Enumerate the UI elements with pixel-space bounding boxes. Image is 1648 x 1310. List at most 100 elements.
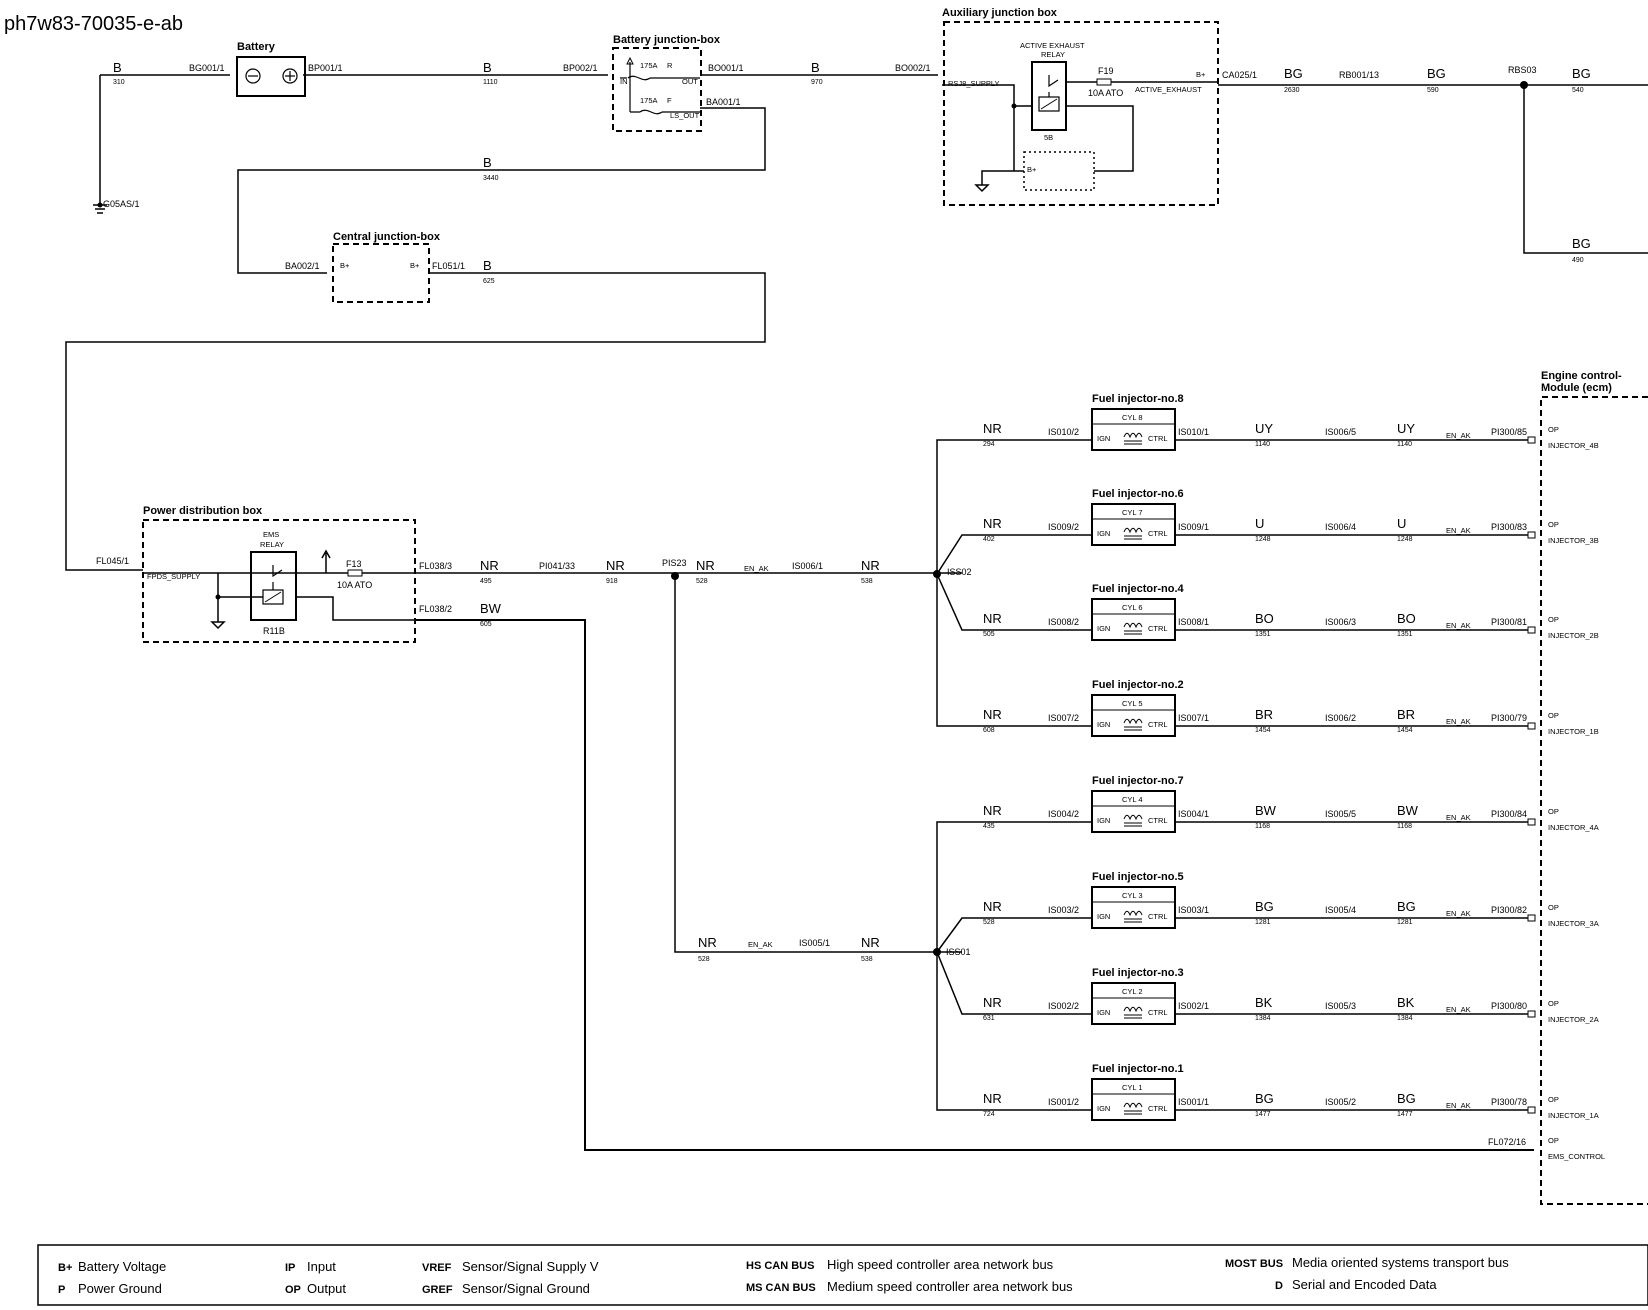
injector-feed-wire [936,951,1092,1015]
injector-ctrl-conn: IS010/1 [1178,427,1209,437]
injector-out-num: 1140 [1255,441,1270,448]
injector-out2-color: BG [1397,1091,1416,1106]
injector-ign-conn: IS004/2 [1048,809,1079,819]
fuse-f19-rating: 10A ATO [1088,88,1123,98]
label-en-ak-2: EN_AK [748,940,773,949]
injector-ctrl-conn: IS003/1 [1178,905,1209,915]
injector-ecm-op: OP [1548,1095,1559,1104]
diagram-title: ph7w83-70035-e-ab [4,13,183,35]
injector-ign-pin: IGN [1097,1104,1110,1113]
injector-out-color: BW [1255,803,1277,818]
injector-feed-wire [936,821,1092,952]
injector-feed-num: 505 [983,631,995,638]
injector-feed-wiring [415,572,1534,1151]
ecm-terminal [1527,914,1536,922]
injector-ecm-pin: PI300/84 [1491,809,1527,819]
legend-description: Input [307,1259,336,1274]
svg-text:590: 590 [1427,87,1439,94]
injector-feed-color: NR [983,707,1002,722]
legend-description: Sensor/Signal Ground [462,1281,590,1296]
legend-key: GREF [422,1284,453,1296]
svg-text:NR: NR [861,558,880,573]
injector-out2-color: BO [1397,611,1416,626]
injector-feed-color: NR [983,516,1002,531]
injector-out2-color: BW [1397,803,1419,818]
splice-pis23 [671,572,679,580]
injector-title: Fuel injector-no.4 [1092,583,1185,595]
injector-ctrl-pin: CTRL [1148,912,1168,921]
injector-cyl: CYL 5 [1122,699,1143,708]
legend-item: MOST BUS Media oriented systems transport… [1225,1255,1509,1270]
legend-key: IP [285,1262,295,1274]
injector-ctrl-pin: CTRL [1148,1008,1168,1017]
svg-text:1110: 1110 [483,79,498,86]
pin-fpds-supply: FPDS_SUPPLY [147,572,200,581]
injector-en-ak: EN_AK [1446,909,1471,918]
injector-ecm-op: OP [1548,711,1559,720]
fuse-f13-rating: 10A ATO [337,580,372,590]
injector-out2-num: 1384 [1397,1015,1413,1022]
injector-ctrl-pin: CTRL [1148,529,1168,538]
ecm-title-2: Module (ecm) [1541,382,1612,394]
injector-body [1091,790,1176,833]
injector-body [1091,408,1176,451]
legend [37,1244,1648,1306]
legend-key: B+ [58,1262,72,1274]
injector-ctrl-conn: IS007/1 [1178,713,1209,723]
conn-g05as: G05AS/1 [103,199,140,209]
pin-ls-out: LS_OUT [670,111,700,120]
injector-cyl: CYL 3 [1122,891,1143,900]
injector-cyl: CYL 7 [1122,508,1143,517]
injector-ctrl-conn: IS001/1 [1178,1097,1209,1107]
conn-ca025: CA025/1 [1222,70,1257,80]
legend-item: B+Battery Voltage [58,1259,166,1274]
injector-feed-wire [936,573,1092,631]
injector-mid-conn: IS006/2 [1325,713,1356,723]
injector-en-ak: EN_AK [1446,621,1471,630]
conn-fl045: FL045/1 [96,556,129,566]
injector-ctrl-conn: IS008/1 [1178,617,1209,627]
pin-b-plus-aux2: B+ [1027,165,1037,174]
svg-text:BG: BG [1427,66,1446,81]
injector-feed-num: 631 [983,1015,995,1022]
injector-ctrl-conn: IS002/1 [1178,1001,1209,1011]
injector-mid-conn: IS005/5 [1325,809,1356,819]
relay-5b: 5B [1044,133,1053,142]
conn-fl051: FL051/1 [432,261,465,271]
injector-ctrl-pin: CTRL [1148,1104,1168,1113]
injector-en-ak: EN_AK [1446,1101,1471,1110]
legend-key: MOST BUS [1225,1258,1283,1270]
feed-wire-labels: NR 495 NR 918 NR 528 NR 538 NR 528 NR 53… [480,558,880,963]
battery-jb-title: Battery junction-box [613,34,721,46]
injector-mid-conn: IS005/3 [1325,1001,1356,1011]
ecm-op-ems: OP [1548,1136,1559,1145]
legend-key: HS CAN BUS [746,1260,814,1272]
injector-out2-num: 1477 [1397,1111,1413,1118]
injector-ecm-signal: INJECTOR_1A [1548,1111,1599,1120]
injector-out-num: 1477 [1255,1111,1271,1118]
svg-text:NR: NR [861,935,880,950]
label-en-ak-1: EN_AK [744,564,769,573]
injector-en-ak: EN_AK [1446,1005,1471,1014]
injector-cyl: CYL 2 [1122,987,1143,996]
injector-ecm-op: OP [1548,615,1559,624]
battery-title: Battery [237,41,276,53]
legend-item: GREF Sensor/Signal Ground [422,1281,590,1296]
coil-symbol [1123,814,1143,827]
svg-text:BW: BW [480,601,502,616]
injector-ecm-signal: INJECTOR_4A [1548,823,1599,832]
legend-description: Media oriented systems transport bus [1292,1255,1509,1270]
injector-out-num: 1384 [1255,1015,1271,1022]
conn-pi041: PI041/33 [539,561,575,571]
injector-feed-num: 435 [983,823,995,830]
legend-description: Serial and Encoded Data [1292,1277,1437,1292]
injector-mid-conn: IS005/4 [1325,905,1356,915]
injector-title: Fuel injector-no.7 [1092,775,1184,787]
injector-ecm-signal: INJECTOR_1B [1548,727,1599,736]
